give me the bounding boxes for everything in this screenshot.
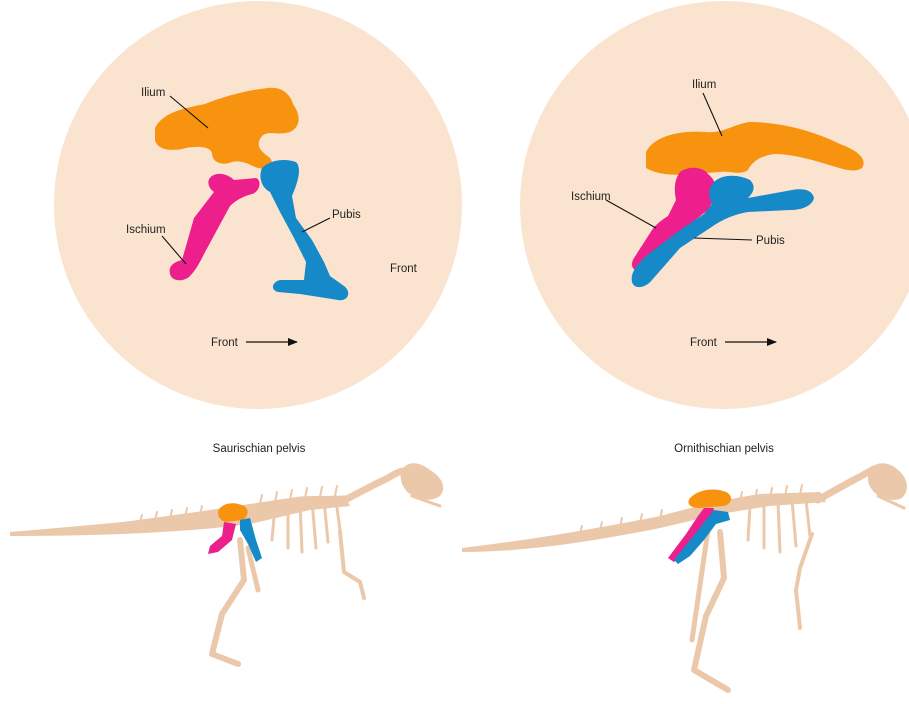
saurischian-background-circle <box>54 1 462 409</box>
ornithischian-caption: Ornithischian pelvis <box>674 443 774 455</box>
saurischian-front-arrow-label: Front <box>211 337 239 349</box>
ornithischian-panel: Ilium Ischium Pubis Front Ornithischian … <box>520 1 909 455</box>
ornithischian-ischium-label: Ischium <box>571 191 611 203</box>
ornithischian-ilium-label: Ilium <box>692 79 716 91</box>
saurischian-skeleton-ilium <box>218 503 248 522</box>
saurischian-pubis-label: Pubis <box>332 209 361 221</box>
ornithischian-pubis-label: Pubis <box>756 235 785 247</box>
saurischian-panel: Ilium Ischium Pubis Front Front Saurisch… <box>54 1 462 455</box>
dinosaur-skeleton-icon <box>10 463 443 664</box>
saurischian-caption: Saurischian pelvis <box>213 443 306 455</box>
ornithischian-front-arrow-label: Front <box>690 337 718 349</box>
saurischian-ischium-label: Ischium <box>126 224 166 236</box>
dinosaur-skeleton-icon <box>462 463 907 690</box>
ornithischian-skeleton-ilium <box>688 490 731 508</box>
saurischian-ilium-label: Ilium <box>141 87 165 99</box>
saurischian-front-label: Front <box>390 263 418 275</box>
